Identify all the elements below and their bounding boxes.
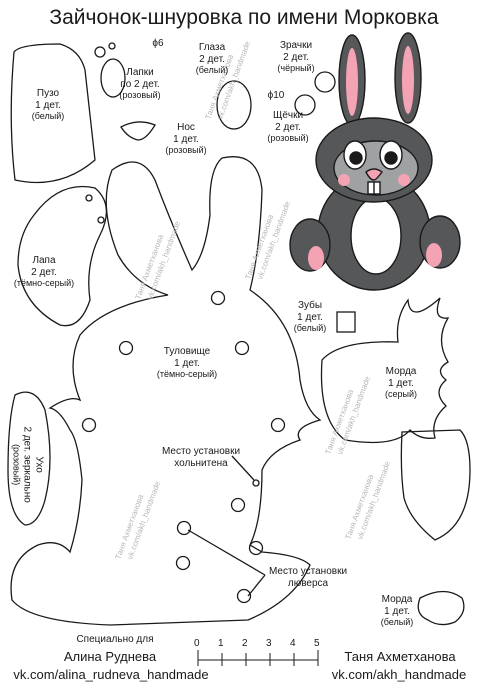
piece-tulovishche (10, 156, 322, 626)
ruler-label-2: 2 (242, 638, 248, 649)
callout-leader-holnitena (231, 455, 255, 481)
callout-leader-lyuversa-1 (187, 529, 266, 576)
piece-lapki-small-2 (108, 42, 116, 50)
ruler-label-0: 0 (194, 638, 200, 649)
piece-glaza (216, 80, 252, 130)
piece-shchyochki (294, 94, 316, 116)
piece-zrachki (314, 71, 336, 93)
callout-leader-lyuversa-2 (247, 574, 266, 597)
ruler-label-5: 5 (314, 638, 320, 649)
hole-markers (81, 194, 286, 604)
piece-lapa (17, 185, 107, 327)
dim-shchyochki: ϕ10 (267, 90, 285, 101)
credits-left-name: Алина Руднева (63, 649, 157, 664)
bunny-illustration (289, 32, 461, 291)
piece-ukho (7, 391, 51, 526)
ruler-label-3: 3 (266, 638, 272, 649)
page-title: Зайчонок-шнуровка по имени Морковка (49, 6, 439, 29)
callout-holnitena: Место установки хольнитена (161, 446, 241, 469)
piece-morda-big (320, 297, 450, 444)
piece-nos (120, 121, 156, 141)
piece-morda-big-tail (400, 429, 471, 541)
credits-left-link[interactable]: vk.com/alina_rudneva_handmade (13, 667, 209, 682)
ruler-labels: 0 1 2 3 4 5 (194, 638, 320, 649)
piece-zuby (336, 311, 356, 333)
piece-puzo (10, 43, 96, 184)
credits-right-name: Таня Ахметханова (344, 649, 456, 664)
dim-lapki: ϕ6 (152, 38, 164, 49)
ruler-label-4: 4 (290, 638, 296, 649)
ruler (197, 650, 319, 666)
piece-morda-small (417, 590, 465, 626)
piece-lapki-small-1 (94, 46, 106, 58)
callout-lyuversa: Место установки люверса (268, 566, 348, 589)
credits-right-link[interactable]: vk.com/akh_handmade (331, 667, 467, 682)
credits-special-for: Специально для (76, 634, 154, 645)
piece-lapki-oval (100, 58, 126, 98)
ruler-label-1: 1 (218, 638, 224, 649)
